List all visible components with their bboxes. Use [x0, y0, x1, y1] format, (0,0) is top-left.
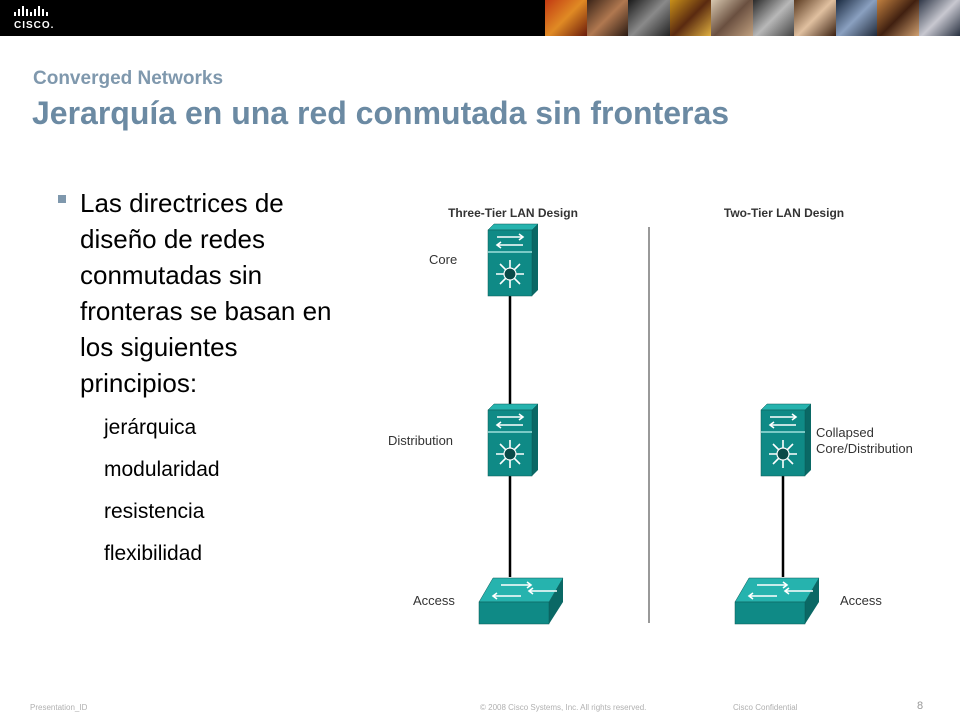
collapsed-switch-icon: [760, 403, 812, 477]
slide-title: Jerarquía en una red conmutada sin front…: [32, 95, 730, 131]
banner-photo: [752, 0, 794, 36]
page-number: 8: [917, 700, 924, 712]
banner-photo: [545, 0, 587, 36]
banner-photo-strip: [545, 0, 960, 36]
banner-photo: [835, 0, 877, 36]
label-collapsed: Collapsed: [816, 425, 874, 440]
logo-text: CISCO.: [14, 20, 55, 31]
label-core: Core: [429, 252, 457, 267]
access-switch-right-icon: [734, 577, 820, 625]
banner-photo: [918, 0, 960, 36]
bullet-square-icon: [58, 195, 66, 203]
bullet-text: Las directrices de diseño de redes conmu…: [80, 188, 332, 398]
footer-confidential: Cisco Confidential: [733, 703, 798, 712]
banner-photo: [628, 0, 670, 36]
sub-item-flexibility: flexibilidad: [104, 542, 203, 565]
banner-photo: [794, 0, 836, 36]
label-core-distribution: Core/Distribution: [816, 441, 913, 456]
label-access-left: Access: [413, 593, 455, 608]
banner-photo: [669, 0, 711, 36]
slide-subtitle: Converged Networks: [33, 68, 224, 89]
label-distribution: Distribution: [388, 433, 453, 448]
label-access-right: Access: [840, 593, 882, 608]
three-tier-title: Three-Tier LAN Design: [448, 206, 578, 220]
banner-photo: [711, 0, 753, 36]
sub-item-resiliency: resistencia: [104, 500, 205, 523]
footer-presentation-id: Presentation_ID: [30, 703, 88, 712]
banner-photo: [586, 0, 628, 36]
lan-design-diagram: Three-Tier LAN Design Two-Tier LAN Desig…: [388, 206, 913, 625]
two-tier-title: Two-Tier LAN Design: [724, 206, 844, 220]
cisco-logo-icon: [14, 6, 48, 16]
top-banner: CISCO.: [0, 0, 960, 36]
distribution-switch-icon: [487, 403, 539, 477]
core-switch-icon: [487, 223, 539, 297]
banner-photo: [877, 0, 919, 36]
sub-item-hierarchy: jerárquica: [104, 416, 197, 439]
sub-item-modularity: modularidad: [104, 458, 220, 481]
footer-copyright: © 2008 Cisco Systems, Inc. All rights re…: [480, 703, 647, 712]
access-switch-left-icon: [478, 577, 564, 625]
